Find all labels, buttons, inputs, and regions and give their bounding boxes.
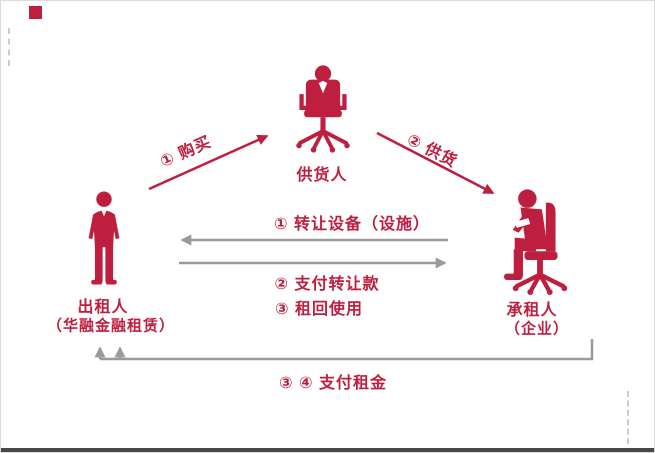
bottom-border-bar — [1, 448, 654, 452]
supply-arrow — [376, 131, 495, 195]
red-square-icon — [29, 6, 42, 19]
pay-rent-line — [100, 339, 594, 361]
lessor-sublabel: （华融金融租赁） — [46, 317, 176, 335]
pay-rent-label: ③ ④ 支付租金 — [279, 375, 387, 392]
purchase-arrow — [148, 134, 269, 191]
lessee-label: 承租人 — [506, 302, 558, 319]
dashed-border-left — [8, 28, 10, 66]
standing-person-icon — [88, 191, 120, 285]
supplier-label: 供货人 — [296, 167, 348, 184]
lessor-figure — [84, 191, 124, 289]
person-in-chair-profile-icon — [503, 189, 568, 296]
lessee-sublabel: （企业） — [504, 320, 570, 338]
supplier-figure — [287, 65, 359, 155]
person-in-chair-icon — [296, 65, 350, 153]
lessee-figure — [499, 187, 581, 296]
transfer-equipment-label: ① 转让设备（设施） — [274, 216, 430, 233]
dashed-border-right — [627, 391, 629, 444]
pay-transfer-label: ② 支付转让款 — [274, 276, 380, 293]
lease-back-label: ③ 租回使用 — [275, 301, 363, 318]
lessor-label: 出租人 — [77, 299, 129, 316]
